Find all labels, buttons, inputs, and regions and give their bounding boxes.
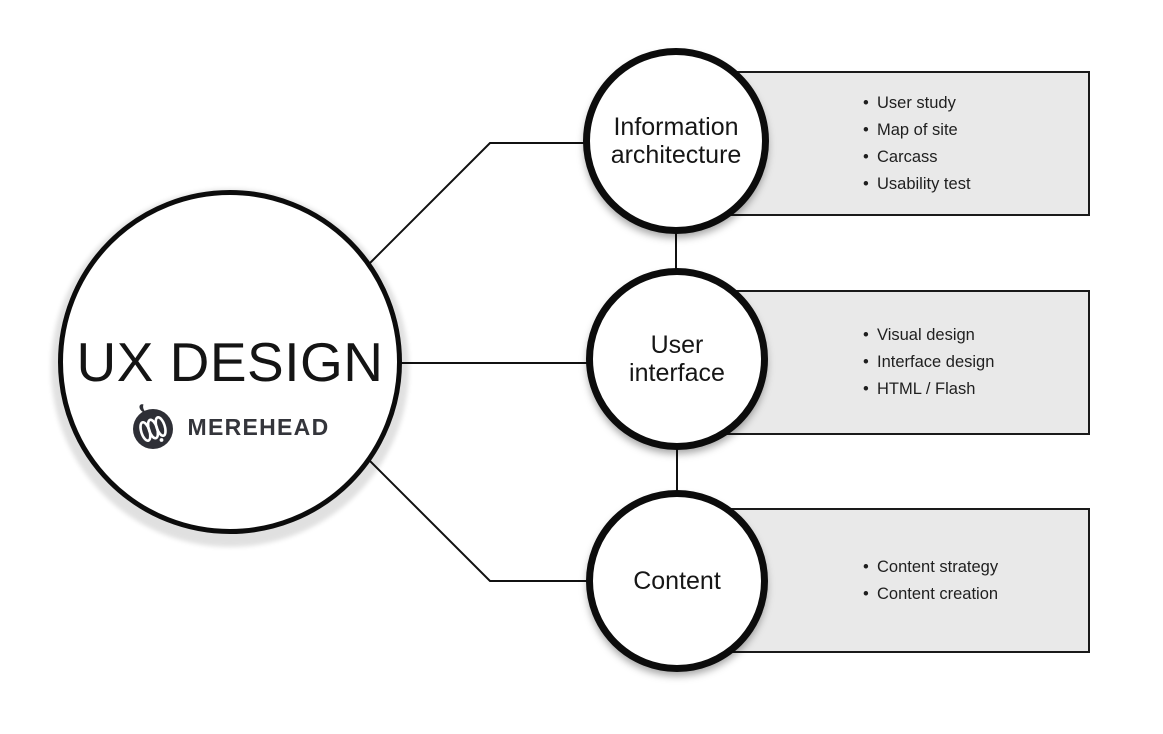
node-label-line: Information xyxy=(613,113,739,141)
list-item: Content strategy xyxy=(863,554,998,581)
node-information-architecture: Information architecture xyxy=(583,48,769,234)
root-node-ux-design: UX DESIGN MEREHEAD xyxy=(58,190,402,534)
list-item: Visual design xyxy=(863,322,994,349)
node-label-line: Content xyxy=(633,567,721,595)
list-item: Carcass xyxy=(863,144,971,171)
information-architecture-panel: User study Map of site Carcass Usability… xyxy=(715,71,1090,216)
merehead-logo-icon xyxy=(133,404,174,449)
user-interface-list: Visual design Interface design HTML / Fl… xyxy=(717,322,1004,403)
list-item: HTML / Flash xyxy=(863,376,994,403)
root-title: UX DESIGN xyxy=(76,331,384,393)
list-item: Usability test xyxy=(863,171,971,198)
brand-row: MEREHEAD xyxy=(130,404,329,450)
content-list: Content strategy Content creation xyxy=(717,554,1008,608)
node-user-interface: User interface xyxy=(586,268,768,450)
node-label-line: architecture xyxy=(610,141,742,169)
connector-root-to-content xyxy=(369,460,600,582)
list-item: Map of site xyxy=(863,117,971,144)
list-item: Interface design xyxy=(863,349,994,376)
information-architecture-list: User study Map of site Carcass Usability… xyxy=(717,90,981,198)
user-interface-panel: Visual design Interface design HTML / Fl… xyxy=(715,290,1090,435)
node-label: User interface xyxy=(629,331,725,387)
content-panel: Content strategy Content creation xyxy=(715,508,1090,653)
connector-root-to-information-architecture xyxy=(364,142,600,269)
node-label: Information architecture xyxy=(611,113,742,169)
node-content: Content xyxy=(586,490,768,672)
node-label-line: interface xyxy=(629,359,725,387)
list-item: Content creation xyxy=(863,581,998,608)
node-label-line: User xyxy=(650,331,704,359)
list-item: User study xyxy=(863,90,971,117)
node-label: Content xyxy=(633,567,721,595)
brand-name: MEREHEAD xyxy=(187,413,330,440)
